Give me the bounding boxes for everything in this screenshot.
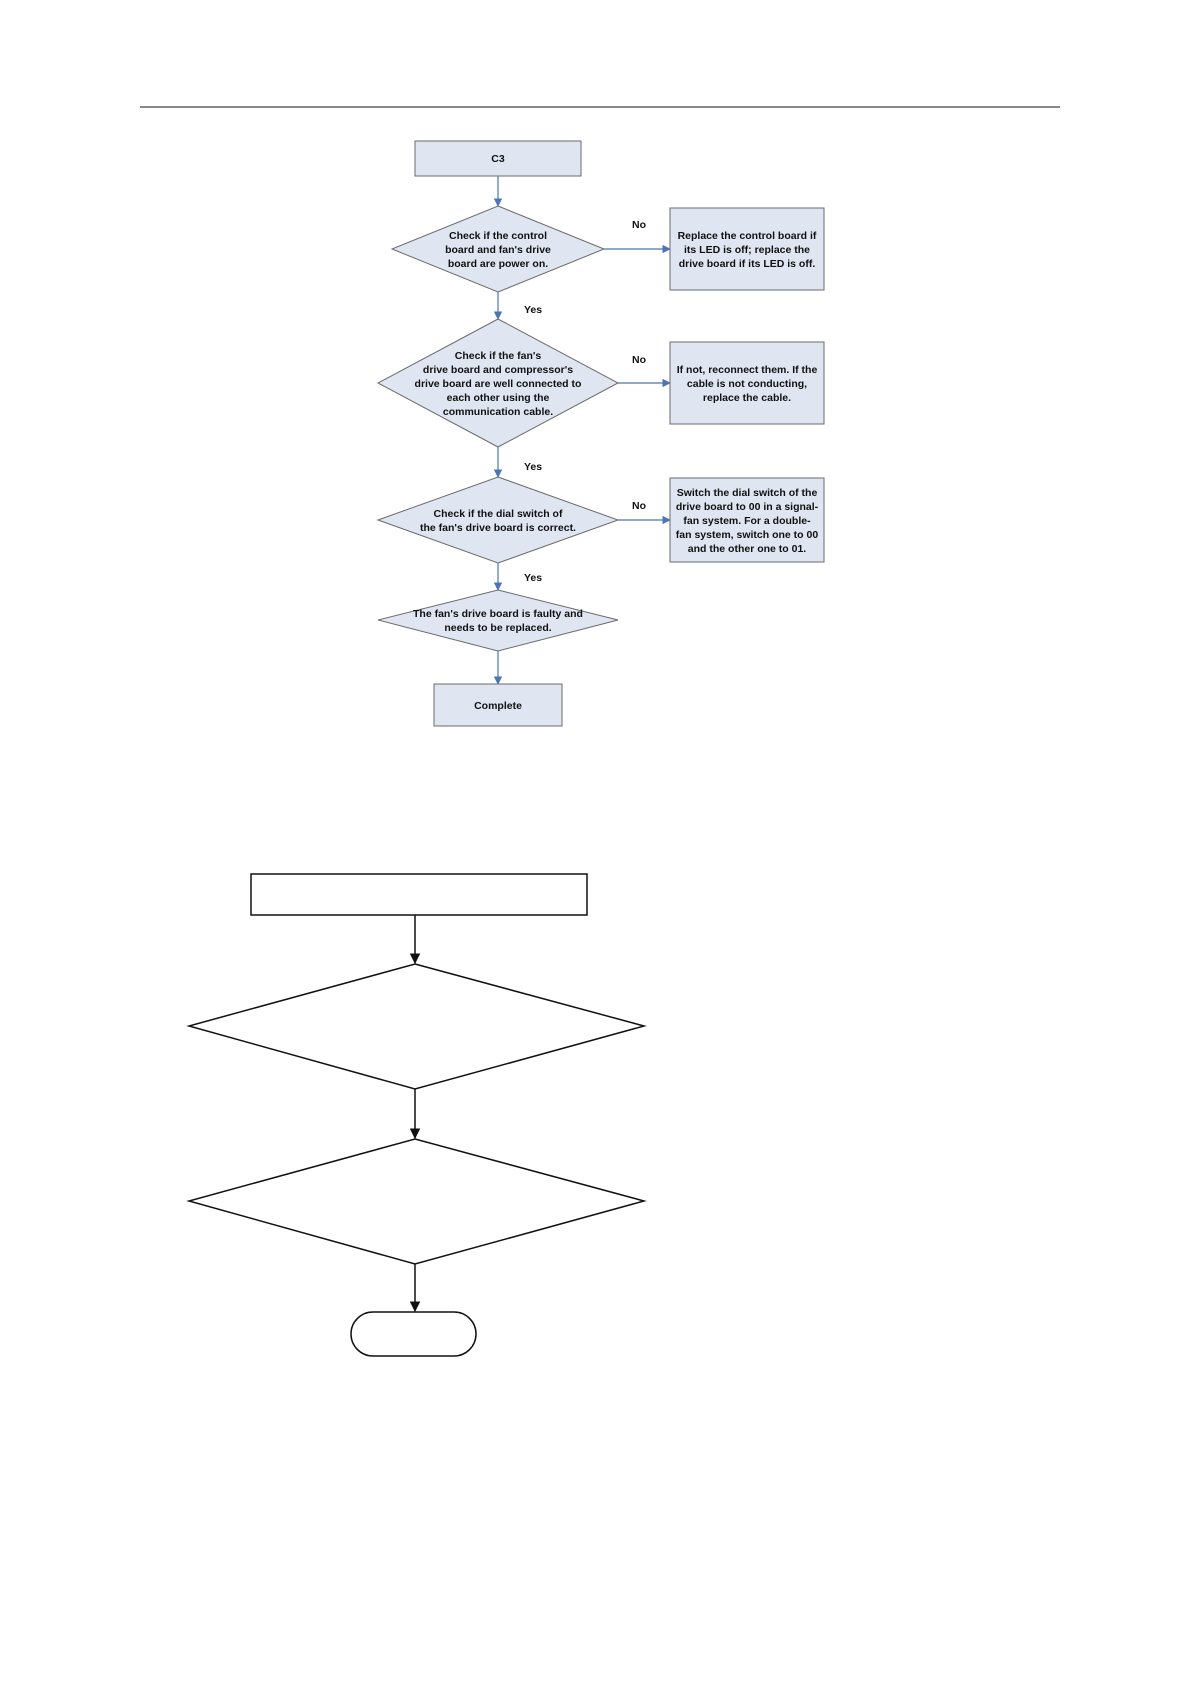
outline-decision-1-diamond <box>186 963 647 1090</box>
text-line: needs to be replaced. <box>444 622 551 634</box>
text-line: replace the cable. <box>703 392 791 404</box>
text-line: drive board to 00 in a signal- <box>676 501 819 513</box>
decision-1-text: Check if the control board and fan's driv… <box>445 230 551 270</box>
text-line: its LED is off; replace the <box>684 244 810 256</box>
decision-2-text: Check if the fan's drive board and compre… <box>415 350 582 418</box>
end-label: Complete <box>474 700 522 712</box>
text-line: and the other one to 01. <box>688 543 807 555</box>
text-line: board are power on. <box>448 258 548 270</box>
action-2-text: If not, reconnect them. If the cable is n… <box>677 364 818 404</box>
text-line: Check if the dial switch of <box>434 508 563 520</box>
outline-start-box <box>250 873 588 916</box>
text-line: the fan's drive board is correct. <box>420 522 576 534</box>
decision-3-yes-label: Yes <box>524 572 542 584</box>
action-1-text: Replace the control board if its LED is o… <box>678 230 817 270</box>
decision-3-no-label: No <box>632 500 646 512</box>
text-line: If not, reconnect them. If the <box>677 364 818 376</box>
text-line: Check if the fan's <box>455 350 542 362</box>
text-line: fan system, switch one to 00 <box>676 529 819 541</box>
action-3-text: Switch the dial switch of the drive board… <box>676 487 819 555</box>
text-line: fan system. For a double- <box>683 515 811 527</box>
text-line: Switch the dial switch of the <box>677 487 818 499</box>
end-box <box>433 683 563 727</box>
outline-decision-2-diamond <box>186 1138 647 1265</box>
text-line: Replace the control board if <box>678 230 817 242</box>
text-line: communication cable. <box>443 406 553 418</box>
text-line: drive board if its LED is off. <box>679 258 816 270</box>
decision-2-yes-label: Yes <box>524 461 542 473</box>
text-line: each other using the <box>447 392 550 404</box>
text-line: drive board are well connected to <box>415 378 582 390</box>
decision-2-no-label: No <box>632 354 646 366</box>
text-line: cable is not conducting, <box>687 378 807 390</box>
decision-3-text: Check if the dial switch of the fan's dri… <box>420 508 576 534</box>
action-1-box <box>669 207 825 291</box>
decision-1-no-label: No <box>632 219 646 231</box>
outline-end-terminator <box>350 1311 477 1357</box>
action-3-box <box>669 477 825 563</box>
action-2-box <box>669 341 825 425</box>
text-line: Check if the control <box>449 230 547 242</box>
decision-1-yes-label: Yes <box>524 304 542 316</box>
start-label: C3 <box>491 153 505 165</box>
text-line: The fan's drive board is faulty and <box>413 608 583 620</box>
decision-3-diamond <box>376 476 620 564</box>
decision-4-diamond <box>377 589 619 652</box>
text-line: drive board and compressor's <box>423 364 573 376</box>
decision-4-text: The fan's drive board is faulty and needs… <box>413 608 583 634</box>
text-line: board and fan's drive <box>445 244 551 256</box>
